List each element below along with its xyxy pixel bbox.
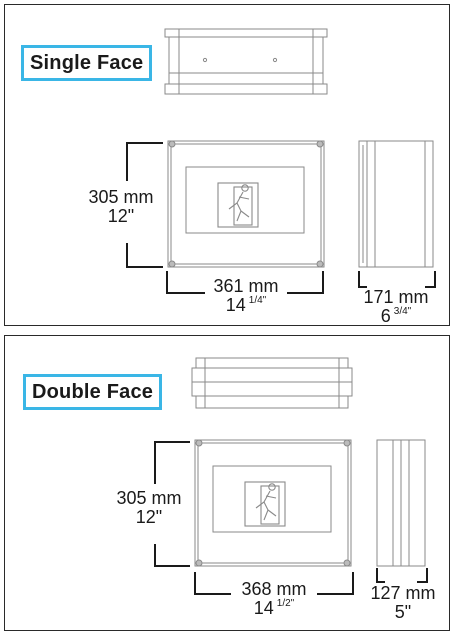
running-man-exit-icon [217,182,259,228]
single-face-title: Single Face [21,45,153,81]
double-face-front-view [194,439,352,567]
depth-in-label: 5" [394,602,412,622]
single-face-height-dimension: 305 mm 12" [81,188,161,226]
double-face-height-dimension: 305 mm 12" [109,489,189,527]
height-mm-label: 305 mm [88,187,154,207]
depth-mm-label: 127 mm [370,583,436,603]
width-mm-label: 361 mm [213,276,279,296]
double-face-top-view [191,357,353,409]
single-face-drawing [126,28,436,294]
single-face-top-view [164,28,328,95]
width-mm-label: 368 mm [241,579,307,599]
double-face-depth-dimension: 127 mm 5" [363,584,443,622]
single-face-side-view [358,140,434,268]
height-mm-label: 305 mm [116,488,182,508]
running-man-exit-icon [244,481,286,527]
double-face-side-view [376,439,426,567]
single-face-front-view [167,140,325,268]
double-face-title: Double Face [23,374,163,410]
double-face-dimension-lines [154,441,428,595]
height-in-label: 12" [107,206,135,226]
height-in-label: 12" [135,507,163,527]
depth-mm-label: 171 mm [363,287,429,307]
single-face-dimension-lines [126,142,436,294]
double-face-drawing [154,357,428,595]
